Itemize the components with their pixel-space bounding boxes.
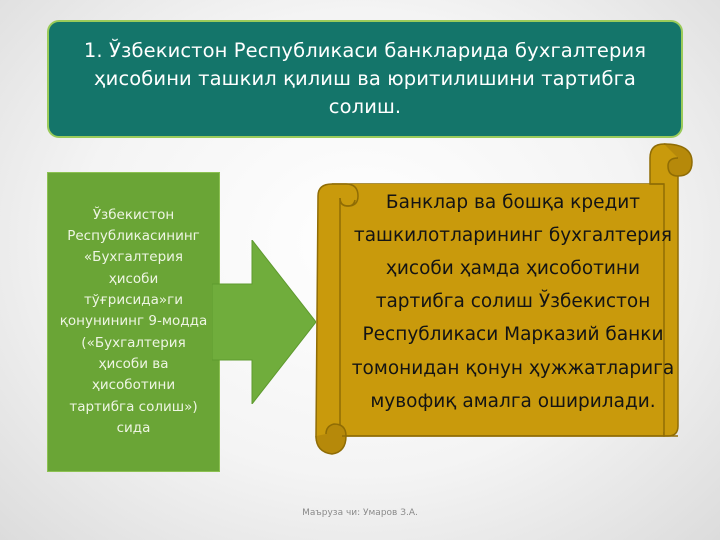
law-reference-text: Ўзбекистон Республикасининг «Бухгалтерия… [59,206,208,436]
scroll-banner-icon [315,143,693,455]
footer-author: Маъруза чи: Умаров З.А. [302,508,418,518]
scroll-text: Банклар ва бошқа кредит ташкилотларининг… [351,192,675,412]
title-box: 1. Ўзбекистон Республикаси банкларида бу… [47,20,683,138]
law-reference-box: Ўзбекистон Республикасининг «Бухгалтерия… [47,172,220,472]
right-arrow-icon [212,240,316,404]
slide-title: 1. Ўзбекистон Республикаси банкларида бу… [83,39,647,118]
